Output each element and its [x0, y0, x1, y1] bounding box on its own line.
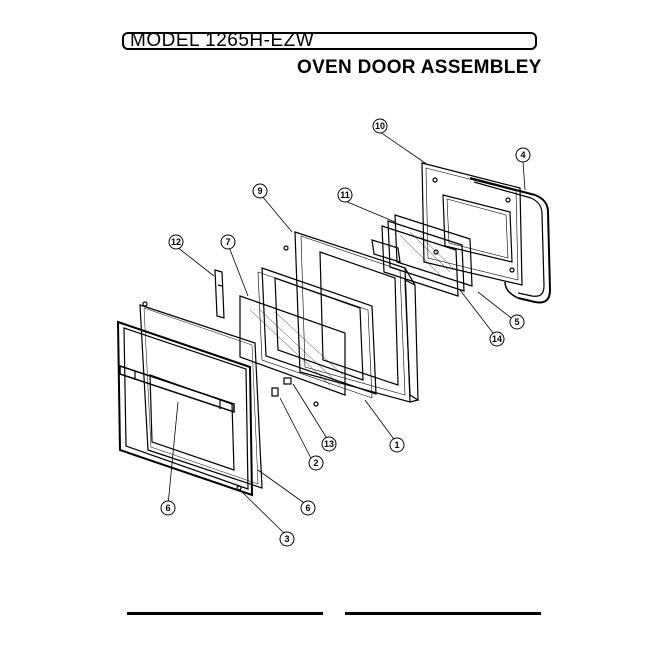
door-panel — [257, 267, 377, 399]
callout-10: 10 — [372, 118, 388, 134]
door-handle — [119, 364, 235, 414]
door-bracket — [371, 239, 401, 263]
hinge-screw — [283, 377, 319, 407]
inner-glass — [381, 214, 473, 297]
inner-door-liner — [421, 162, 523, 286]
svg-text:9: 9 — [257, 186, 262, 196]
callout-6-left: 6 — [160, 500, 176, 516]
diagram-title: OVEN DOOR ASSEMBLEY — [297, 57, 542, 78]
svg-text:10: 10 — [375, 121, 385, 131]
svg-text:2: 2 — [313, 458, 318, 468]
svg-text:12: 12 — [171, 237, 181, 247]
side-bracket — [214, 269, 225, 319]
model-frame — [122, 32, 537, 50]
svg-text:14: 14 — [492, 334, 502, 344]
callout-11: 11 — [337, 187, 353, 203]
callout-3: 3 — [279, 531, 295, 547]
svg-text:6: 6 — [305, 503, 310, 513]
callout-13: 13 — [321, 436, 337, 452]
svg-text:13: 13 — [324, 439, 334, 449]
svg-text:4: 4 — [520, 150, 525, 160]
model-number: MODEL 1265H-EZW — [130, 30, 315, 51]
footer-rule-left — [127, 612, 323, 615]
door-frame — [283, 231, 419, 403]
callout-14: 14 — [489, 331, 505, 347]
callout-4: 4 — [515, 147, 531, 163]
callout-12: 12 — [168, 234, 184, 250]
svg-text:1: 1 — [394, 440, 399, 450]
svg-text:3: 3 — [284, 534, 289, 544]
leader-lines — [167, 131, 526, 537]
svg-text:6: 6 — [165, 503, 170, 513]
callout-9: 9 — [252, 183, 268, 199]
svg-text:7: 7 — [225, 237, 230, 247]
callout-2: 2 — [308, 455, 324, 471]
svg-text:5: 5 — [514, 317, 519, 327]
callout-5: 5 — [509, 314, 525, 330]
footer-rule-right — [345, 612, 541, 615]
callout-6-right: 6 — [300, 500, 316, 516]
glass-pane — [239, 295, 346, 396]
callout-7: 7 — [220, 234, 236, 250]
door-gasket — [469, 177, 552, 304]
callout-1: 1 — [389, 437, 405, 453]
outer-glass — [139, 304, 263, 489]
svg-text:11: 11 — [340, 190, 350, 200]
